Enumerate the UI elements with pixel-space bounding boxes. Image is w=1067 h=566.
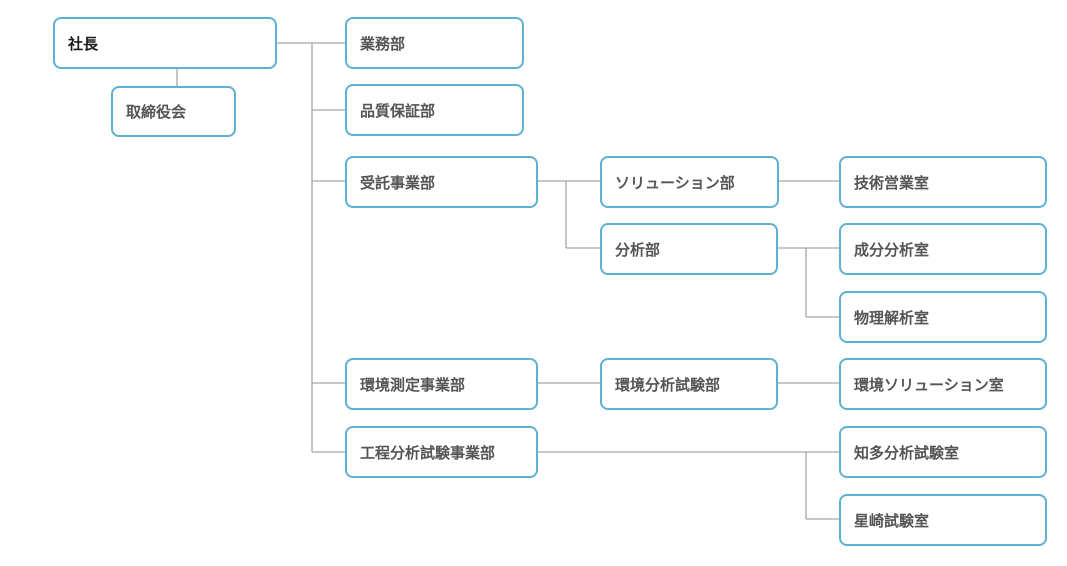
node-label: 環境分析試験部: [615, 375, 721, 394]
environmental-analysis-dept-node: 環境分析試験部: [600, 358, 778, 410]
node-label: 物理解析室: [854, 308, 930, 327]
hoshizaki-test-lab-node: 星崎試験室: [839, 494, 1047, 546]
contract-business-dept-node: 受託事業部: [345, 156, 538, 208]
node-label: 知多分析試験室: [854, 443, 960, 462]
node-label: 環境ソリューション室: [854, 375, 1004, 394]
node-label: 工程分析試験事業部: [360, 443, 496, 462]
node-label: 社長: [68, 34, 99, 53]
node-label: 技術営業室: [854, 173, 930, 192]
node-label: 品質保証部: [360, 101, 436, 120]
process-analysis-dept-node: 工程分析試験事業部: [345, 426, 538, 478]
node-label: 取締役会: [126, 103, 187, 121]
node-label: 受託事業部: [360, 173, 436, 192]
node-label: 業務部: [360, 34, 406, 53]
tech-sales-office-node: 技術営業室: [839, 156, 1047, 208]
analysis-dept-node: 分析部: [600, 223, 778, 275]
environmental-measurement-dept-node: 環境測定事業部: [345, 358, 538, 410]
board-node: 取締役会: [111, 86, 236, 137]
physical-analysis-office-node: 物理解析室: [839, 291, 1047, 343]
president-node: 社長: [53, 17, 277, 69]
node-label: 環境測定事業部: [360, 375, 466, 394]
quality-assurance-dept-node: 品質保証部: [345, 84, 524, 136]
environmental-solution-office-node: 環境ソリューション室: [839, 358, 1047, 410]
node-label: 星崎試験室: [854, 511, 930, 530]
node-label: 成分分析室: [854, 240, 930, 259]
node-label: ソリューション部: [615, 173, 735, 192]
solution-dept-node: ソリューション部: [600, 156, 779, 208]
component-analysis-office-node: 成分分析室: [839, 223, 1047, 275]
business-dept-node: 業務部: [345, 17, 524, 69]
chita-analysis-lab-node: 知多分析試験室: [839, 426, 1047, 478]
node-label: 分析部: [615, 240, 661, 259]
